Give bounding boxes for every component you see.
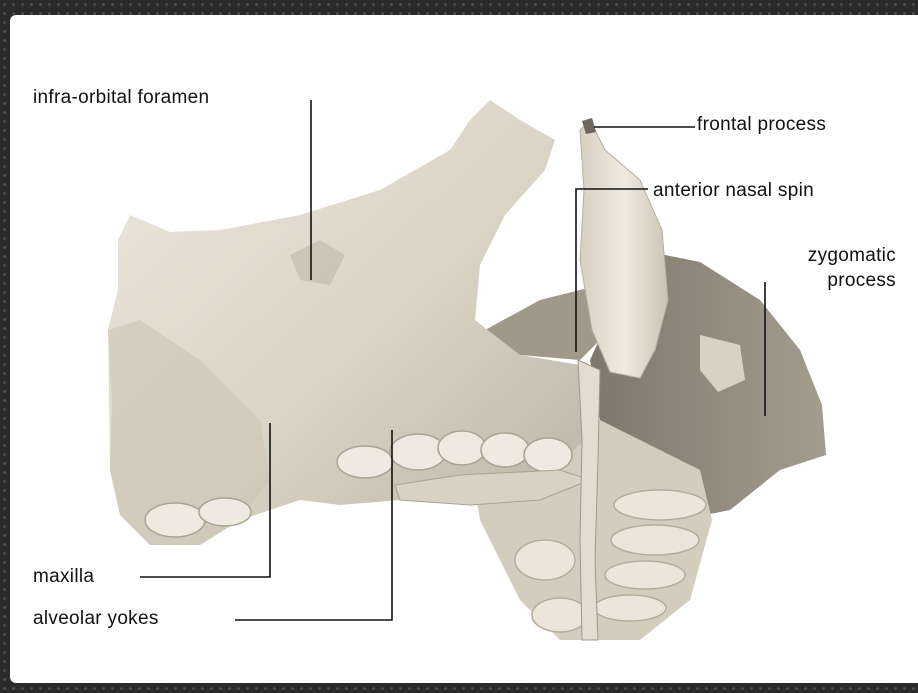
label-alveolar-yokes: alveolar yokes [33, 608, 159, 630]
label-frontal-process: frontal process [697, 114, 826, 136]
label-maxilla: maxilla [33, 566, 94, 588]
label-zygomatic-line2: process [740, 270, 896, 292]
label-infra-orbital-foramen: infra-orbital foramen [33, 87, 209, 109]
label-anterior-nasal-spin: anterior nasal spin [653, 180, 814, 202]
label-zygomatic-line1: zygomatic [740, 245, 896, 267]
midline-section-shape [578, 360, 600, 640]
